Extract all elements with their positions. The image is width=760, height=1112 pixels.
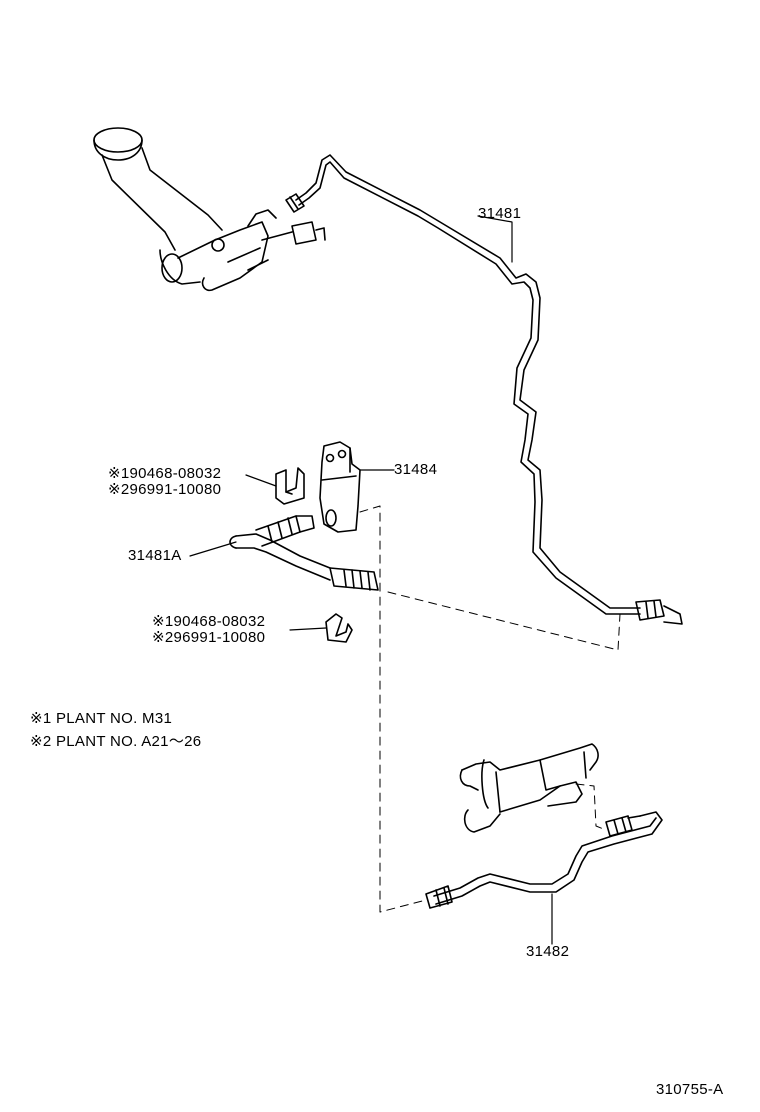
pipe-clip-lower (325, 613, 353, 643)
clutch-slave-cylinder (459, 743, 599, 833)
part-number-31482: 31482 (526, 943, 570, 960)
clutch-pipe-31482 (425, 811, 663, 909)
reference-dashed-lines (359, 505, 621, 913)
part-number-31481: 31481 (478, 205, 522, 222)
clip-lower-part-number-plant2: ※296991-10080 (152, 629, 266, 646)
clutch-hose-31481a (229, 515, 379, 591)
part-number-31484: 31484 (394, 461, 438, 478)
clip-upper-part-number-plant1: ※190468-08032 (108, 465, 222, 482)
plant-note-2: ※2 PLANT NO. A21～26 (30, 733, 202, 750)
plant-note-1: ※1 PLANT NO. M31 (30, 710, 173, 727)
pipe-clip-upper (275, 467, 305, 505)
pipe-bracket-31484 (319, 441, 361, 533)
clip-lower-part-number-plant1: ※190468-08032 (152, 613, 266, 630)
figure-id: 310755-A (656, 1081, 724, 1098)
clutch-master-cylinder (93, 127, 326, 292)
clip-upper-part-number-plant2: ※296991-10080 (108, 481, 222, 498)
leader-lines (189, 215, 553, 945)
part-number-31481a: 31481A (128, 547, 182, 564)
clutch-pipe-31481 (285, 154, 683, 625)
